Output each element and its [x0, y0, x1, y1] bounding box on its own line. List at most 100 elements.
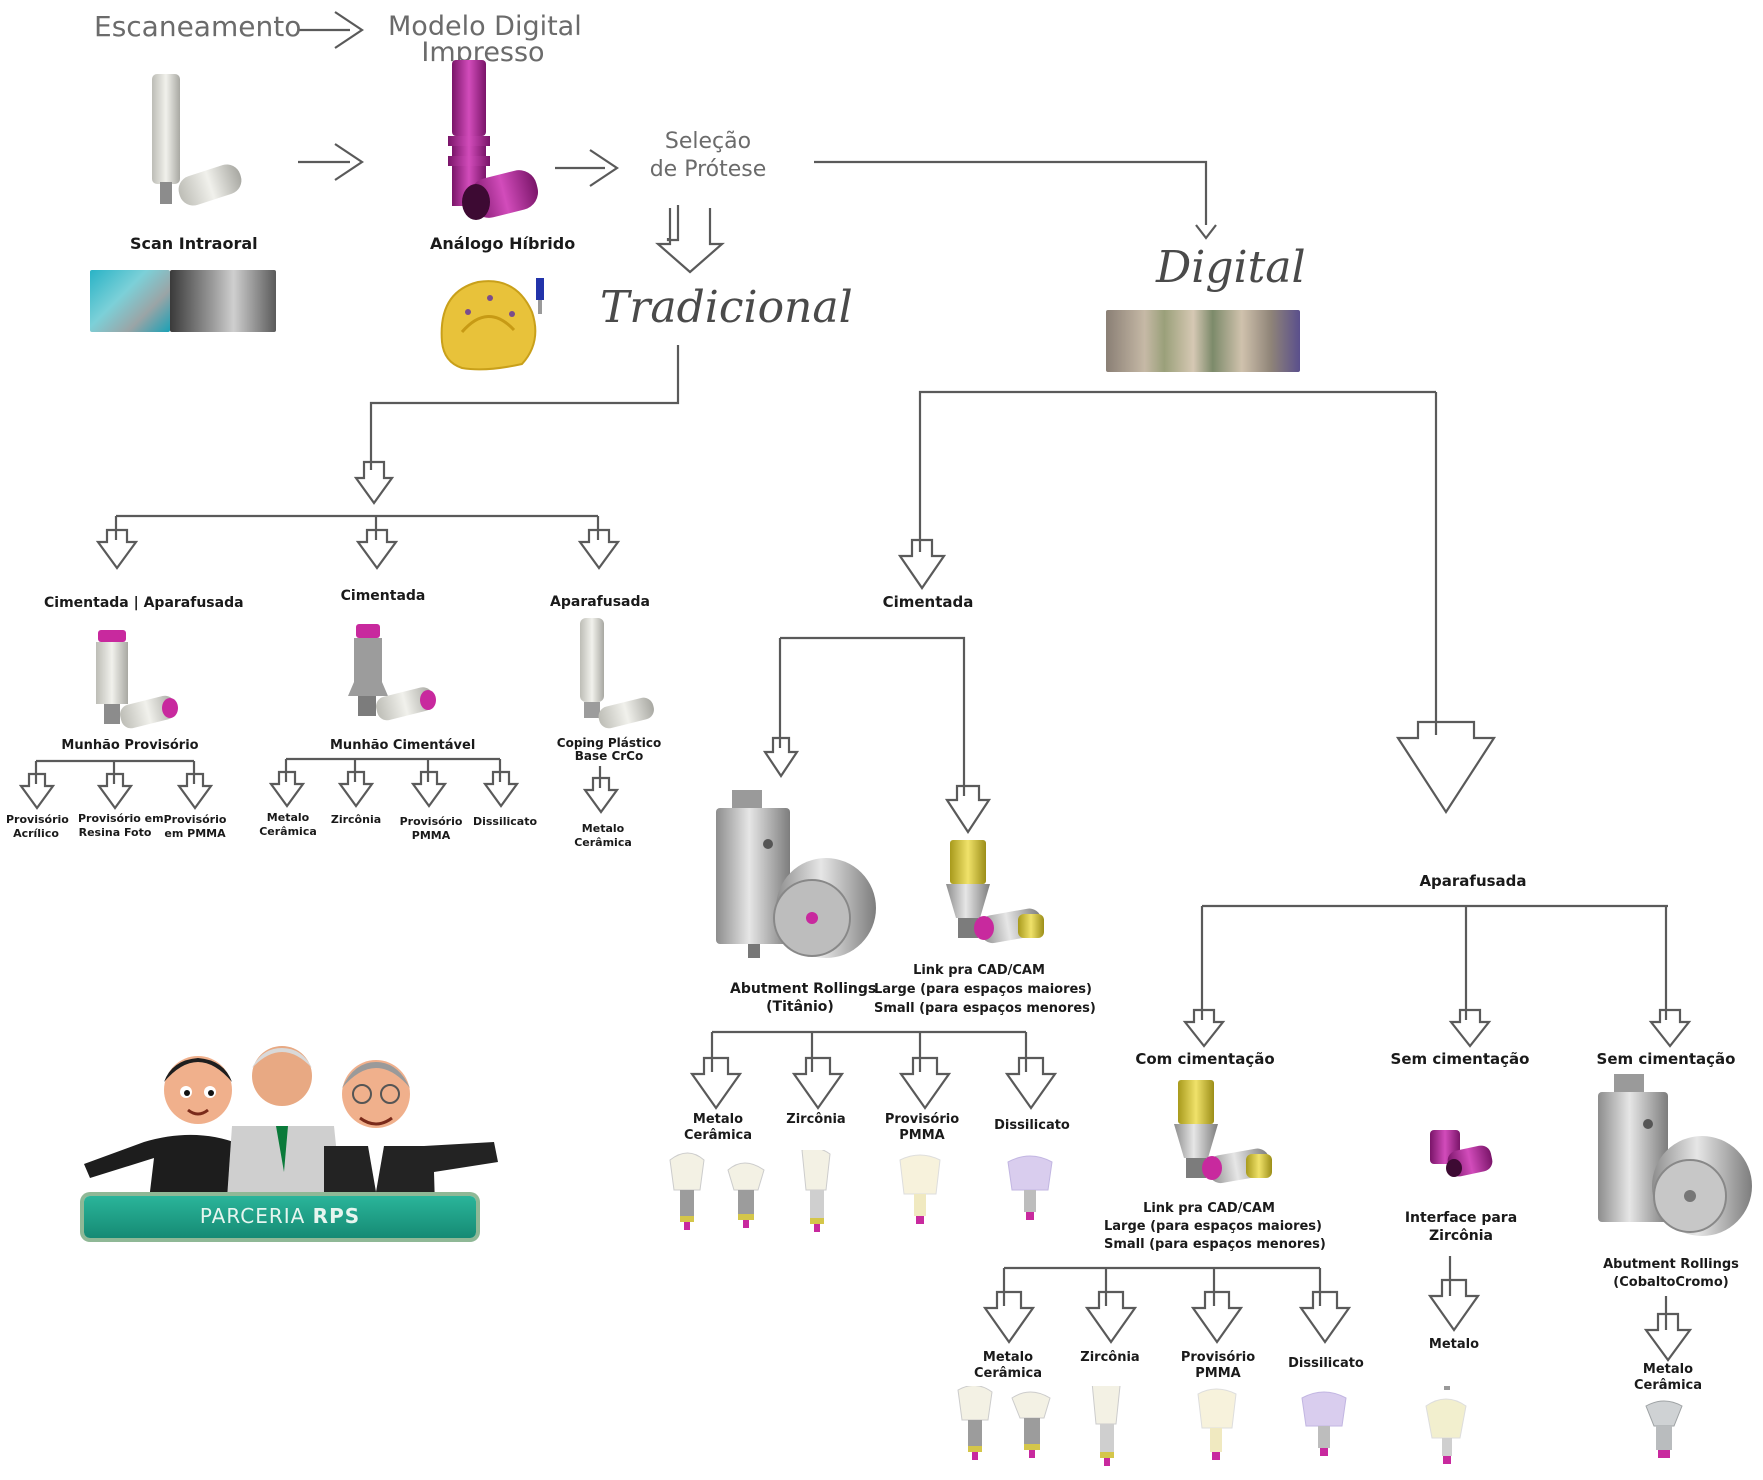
arrow-selection-to-traditional [655, 205, 725, 274]
arrow-scan-to-model [298, 11, 364, 49]
munhao-provisorio-illustration [96, 630, 178, 729]
tooth-zirconia-icon [801, 1150, 831, 1232]
trad-branch3-title: Aparafusada [550, 594, 650, 610]
dig-cem-option-3: Provisório PMMA [884, 1112, 960, 1144]
trad-b2-opt4-l1: Dissilicato [472, 815, 538, 828]
trad-b3-opt1-l2: Cerâmica [574, 836, 632, 849]
dig-apa-opt3-l1: Provisório [1180, 1350, 1256, 1365]
coping-line1: Coping Plástico [556, 736, 662, 750]
link-cadcam-l3: Small (para espaços menores) [874, 1001, 1096, 1016]
tooth-dissilicato-icon [1007, 1155, 1053, 1220]
dig-aparafusada-title: Aparafusada [1419, 872, 1527, 890]
trad-b1-opt3-l2: em PMMA [164, 827, 226, 840]
trad-branch1-title: Cimentada | Aparafusada [44, 595, 244, 611]
trad-b1-option-2: Provisório em Resina Foto [78, 812, 164, 840]
selection-title: Seleção de Prótese [638, 128, 778, 184]
sem-cimentacao-2-title: Sem cimentação [1596, 1050, 1736, 1068]
dig-cem-opt4-l1: Dissilicato [994, 1118, 1070, 1133]
rps-text: RPS [312, 1204, 361, 1228]
com-cimentacao-title: Com cimentação [1135, 1050, 1275, 1068]
dig-cem-option-1: Metalo Cerâmica [680, 1112, 756, 1144]
dig-apa-option-1: Metalo Cerâmica [970, 1350, 1046, 1382]
trad-b3-opt1-l1: Metalo [581, 822, 625, 835]
link-cadcam2-l3: Small (para espaços menores) [1104, 1237, 1326, 1252]
trad-b1-option-1: Provisório Acrílico [6, 813, 69, 841]
dig-apa-opt3-l2: PMMA [1195, 1366, 1241, 1381]
tooth-metalo-ceramica-2-icon [957, 1386, 1051, 1460]
arrow-analog-to-selection [555, 149, 619, 187]
trad-b1-opt3-l1: Provisório [163, 813, 227, 826]
dig-cem-option-4: Dissilicato [990, 1118, 1074, 1134]
trad-b2-opt3-l2: PMMA [411, 829, 451, 842]
trad-b2-option-1: Metalo Cerâmica [258, 811, 318, 839]
printed-model-illustration [440, 278, 544, 371]
dig-cem-opt2-l1: Zircônia [786, 1112, 846, 1127]
sem2-opt-l2: Cerâmica [1633, 1378, 1703, 1393]
link-cadcam-label: Link pra CAD/CAM Large (para espaços mai… [874, 961, 1096, 1018]
tooth-metalo-ceramica-3-icon [1645, 1400, 1683, 1458]
selection-line1: Seleção [664, 129, 752, 154]
trad-b1-opt2-l2: Resina Foto [78, 826, 152, 839]
sem-cimentacao-1-title: Sem cimentação [1390, 1050, 1530, 1068]
scan-photo-2 [170, 270, 276, 332]
dig-apa-opt1-l2: Cerâmica [973, 1366, 1043, 1381]
abutment-rollings-titanio-label: Abutment Rollings (Titânio) [730, 980, 877, 1016]
dig-apa-option-4: Dissilicato [1284, 1356, 1368, 1372]
parceria-banner: PARCERIA RPS [84, 1196, 476, 1238]
dig-apa-opt1-l1: Metalo [982, 1350, 1034, 1365]
coping-plastico-label: Coping Plástico Base CrCo [548, 737, 670, 763]
dig-cem-opt1-l1: Metalo [692, 1112, 744, 1127]
dig-apa-teeth-illustrations [957, 1386, 1683, 1466]
dig-cem-opt1-l2: Cerâmica [683, 1128, 753, 1143]
interface-zirconia-label: Interface para Zircônia [1396, 1209, 1526, 1245]
abutment-rollings-cocr-label: Abutment Rollings (CobaltoCromo) [1596, 1256, 1746, 1292]
traditional-heading: Tradicional [600, 282, 853, 333]
abutment-titanio-l1: Abutment Rollings [730, 981, 877, 997]
dig-cem-teeth-illustrations [669, 1150, 1053, 1232]
interface-zirconia-illustration [1430, 1130, 1493, 1177]
munhao-cimentavel-illustration [348, 624, 436, 721]
trad-b2-option-3: Provisório PMMA [398, 815, 464, 843]
link-cadcam2-l1: Link pra CAD/CAM [1143, 1201, 1275, 1216]
digital-photo [1106, 310, 1300, 372]
dig-apa-option-2: Zircônia [1072, 1350, 1148, 1366]
abutment-cocr-l2: (CobaltoCromo) [1613, 1275, 1729, 1290]
scan-label: Scan Intraoral [130, 234, 258, 253]
sem1-option: Metalo [1428, 1337, 1480, 1352]
abutment-rollings-titanio-illustration [716, 790, 876, 958]
interface-l2: Zircônia [1429, 1228, 1493, 1244]
analog-hybrid-illustration [448, 60, 539, 220]
trad-b2-option-2: Zircônia [326, 813, 386, 827]
dig-cem-option-2: Zircônia [778, 1112, 854, 1128]
tooth-pmma-icon [899, 1154, 941, 1224]
abutment-rollings-cocr-illustration [1598, 1074, 1752, 1236]
tooth-metalo-ceramica-icon [669, 1152, 765, 1230]
tooth-zirconia-screw-icon [1425, 1386, 1467, 1464]
dig-cem-opt3-l2: PMMA [899, 1128, 945, 1143]
dig-apa-opt2-l1: Zircônia [1080, 1350, 1140, 1365]
link-cadcam-l2: Large (para espaços maiores) [874, 982, 1092, 997]
trad-b1-opt1-l2: Acrílico [13, 827, 59, 840]
trad-b2-opt3-l1: Provisório [399, 815, 463, 828]
abutment-titanio-l2: (Titânio) [766, 999, 834, 1015]
digital-heading: Digital [1156, 242, 1306, 293]
link-cadcam-2-label: Link pra CAD/CAM Large (para espaços mai… [1104, 1200, 1326, 1254]
selection-line2: de Prótese [649, 157, 767, 182]
parceria-banner-text: PARCERIA RPS [84, 1204, 476, 1228]
munhao-provisorio-label: Munhão Provisório [61, 738, 199, 753]
link-cadcam-illustration [946, 840, 1044, 944]
arrow-scan-to-analog [298, 143, 364, 181]
trad-b1-opt2-l1: Provisório em [78, 812, 164, 825]
trad-b3-option-1: Metalo Cerâmica [570, 822, 636, 850]
model-title-line1: Modelo Digital [388, 11, 582, 42]
sem2-option: Metalo Cerâmica [1630, 1362, 1706, 1394]
parceria-text: PARCERIA [199, 1204, 313, 1228]
trad-b1-opt1-l1: Provisório [6, 813, 69, 826]
link-cadcam-2-illustration [1174, 1080, 1272, 1184]
trad-b2-opt2-l1: Zircônia [330, 813, 382, 826]
trad-b2-opt1-l1: Metalo [266, 811, 310, 824]
trad-b2-opt1-l2: Cerâmica [259, 825, 317, 838]
link-cadcam2-l2: Large (para espaços maiores) [1104, 1219, 1322, 1234]
scan-title: Escaneamento [94, 10, 302, 43]
trad-b2-option-4: Dissilicato [472, 815, 538, 829]
